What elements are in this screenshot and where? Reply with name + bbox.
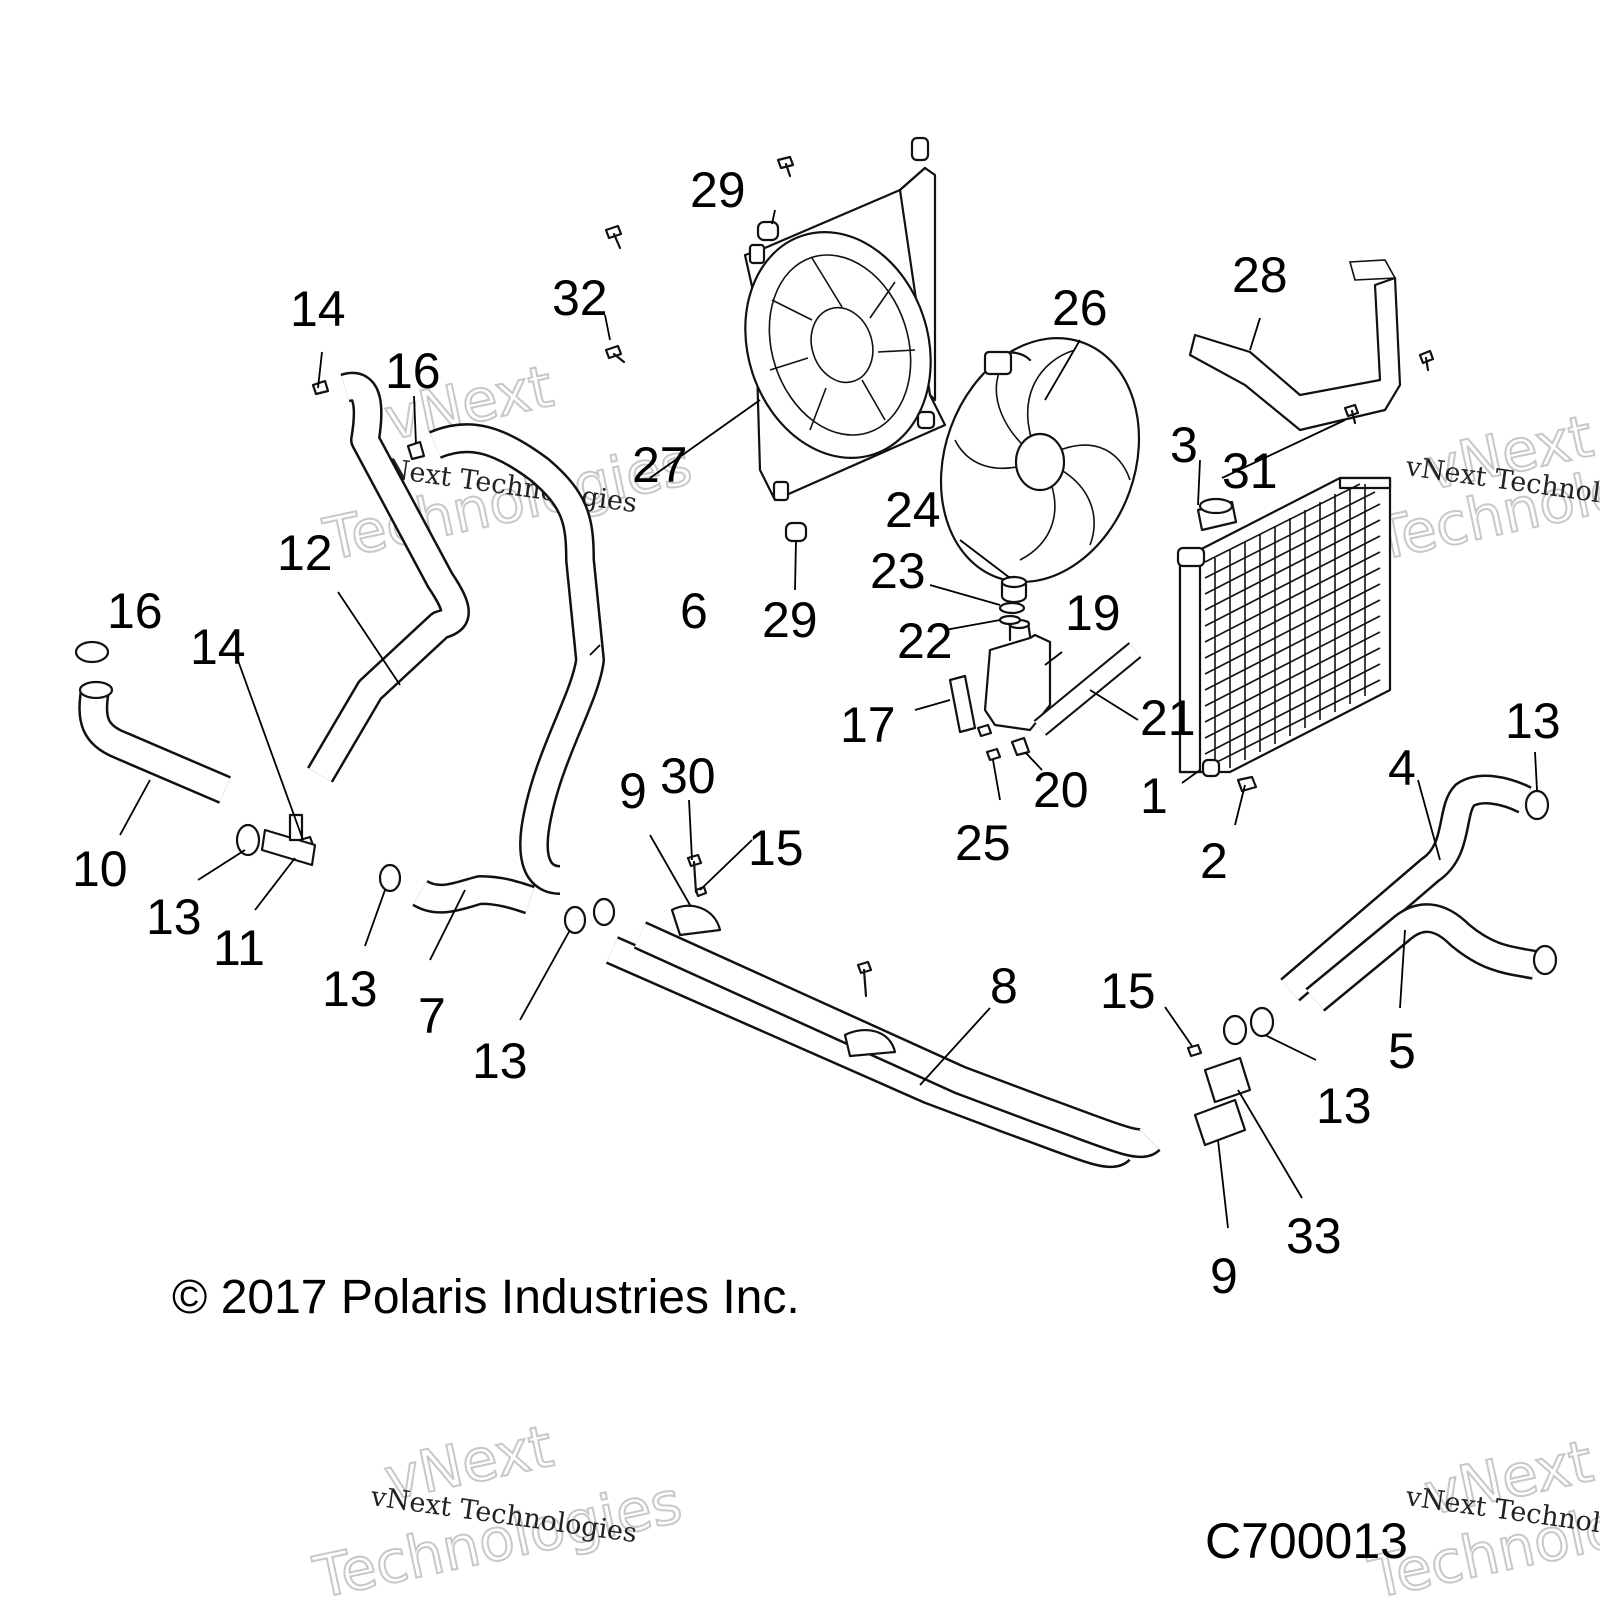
part-reservoir-seal bbox=[998, 614, 1022, 626]
callout-32: 32 bbox=[552, 270, 608, 326]
drawing-number: C700013 bbox=[1205, 1513, 1408, 1569]
callout-13-top-right: 13 bbox=[1505, 693, 1561, 749]
callout-15-right: 15 bbox=[1100, 963, 1156, 1019]
callout-13-left: 13 bbox=[146, 889, 202, 945]
part-tube-clip-9 bbox=[670, 904, 722, 937]
callout-30: 30 bbox=[660, 748, 716, 804]
part-reservoir-cap bbox=[1000, 575, 1028, 604]
part-hose-12 bbox=[307, 371, 470, 783]
part-cooling-fan bbox=[939, 337, 1141, 583]
part-clamp-13-right-b bbox=[1249, 1006, 1275, 1038]
callout-26: 26 bbox=[1052, 280, 1108, 336]
part-drain-petcock bbox=[1236, 775, 1258, 793]
part-hose-4 bbox=[1280, 774, 1532, 1002]
callout-14-left: 14 bbox=[190, 619, 246, 675]
part-clip-9-right bbox=[1193, 1098, 1247, 1147]
callout-15-left: 15 bbox=[748, 820, 804, 876]
callout-13-hose7: 13 bbox=[322, 961, 378, 1017]
callout-6: 6 bbox=[680, 583, 708, 639]
callout-3: 3 bbox=[1170, 417, 1198, 473]
part-bolt-top-shroud bbox=[776, 155, 795, 178]
callout-7: 7 bbox=[418, 988, 446, 1044]
part-bolt-32-lower bbox=[604, 344, 626, 364]
leader-lines bbox=[119, 209, 1538, 1229]
callout-33: 33 bbox=[1286, 1208, 1342, 1264]
part-clamp-13-hose7 bbox=[378, 863, 402, 893]
part-bolt-middle bbox=[856, 960, 873, 998]
part-clamp-13-left bbox=[235, 823, 261, 857]
part-reservoir-gasket bbox=[998, 601, 1026, 615]
callout-29-top: 29 bbox=[690, 162, 746, 218]
part-clamp-16-top bbox=[406, 440, 426, 461]
callout-27: 27 bbox=[632, 437, 688, 493]
part-bolt-30 bbox=[686, 853, 703, 894]
callout-1: 1 bbox=[1140, 768, 1168, 824]
callout-22: 22 bbox=[897, 613, 953, 669]
part-clamp-16-left bbox=[74, 640, 110, 664]
part-radiator-bracket bbox=[1188, 259, 1435, 432]
part-clamp-13-center-a bbox=[563, 905, 587, 935]
callout-8: 8 bbox=[990, 958, 1018, 1014]
callout-10: 10 bbox=[72, 841, 128, 897]
callout-11: 11 bbox=[213, 920, 265, 976]
part-hose-10 bbox=[78, 680, 231, 804]
callout-25: 25 bbox=[955, 815, 1011, 871]
part-clamp-13-top-right bbox=[1524, 789, 1550, 821]
callout-16-left: 16 bbox=[107, 583, 163, 639]
part-screw-31 bbox=[1343, 403, 1360, 425]
callout-23: 23 bbox=[870, 543, 926, 599]
part-screw-25 bbox=[985, 747, 1002, 762]
callout-13-center: 13 bbox=[472, 1033, 528, 1089]
callout-5: 5 bbox=[1388, 1023, 1416, 1079]
part-grommet-bottom bbox=[784, 521, 808, 543]
part-screw-reservoir bbox=[976, 723, 993, 738]
part-tube-clip-middle bbox=[843, 1028, 897, 1058]
copyright-notice: © 2017 Polaris Industries Inc. bbox=[172, 1271, 800, 1324]
callout-17: 17 bbox=[840, 697, 896, 753]
callout-12: 12 bbox=[277, 525, 333, 581]
part-clamp-13-hose5 bbox=[1532, 944, 1558, 976]
part-clip-33 bbox=[1203, 1056, 1252, 1104]
part-coolant-reservoir bbox=[983, 618, 1052, 732]
part-coolant-tubes bbox=[605, 921, 1161, 1169]
part-screw-14-top bbox=[311, 379, 330, 396]
callout-16-top: 16 bbox=[385, 343, 441, 399]
callout-19: 19 bbox=[1065, 585, 1121, 641]
callout-20: 20 bbox=[1033, 762, 1089, 818]
watermark-bottom-left: vNext Technologies vNext Technologies bbox=[307, 1411, 689, 1600]
part-radiator-cap bbox=[1196, 497, 1238, 532]
part-reservoir-fitting bbox=[1010, 736, 1031, 757]
part-hose-7 bbox=[412, 875, 535, 915]
callout-14-top: 14 bbox=[290, 281, 346, 337]
part-hose-5 bbox=[1305, 903, 1538, 1012]
callout-28: 28 bbox=[1232, 247, 1288, 303]
callout-31: 31 bbox=[1222, 443, 1278, 499]
part-clamp-13-center-b bbox=[592, 897, 616, 927]
part-screw-15-right bbox=[1186, 1043, 1203, 1058]
part-overflow-hose bbox=[1033, 642, 1142, 736]
callout-2: 2 bbox=[1200, 833, 1228, 889]
part-bolt-32-upper bbox=[604, 224, 623, 250]
callout-21: 21 bbox=[1140, 690, 1196, 746]
part-grommet-top bbox=[756, 220, 780, 242]
callout-labels: 1 2 3 4 5 6 7 8 9 9 10 11 12 13 13 13 13… bbox=[72, 162, 1561, 1304]
callout-4: 4 bbox=[1388, 740, 1416, 796]
part-fan-shroud bbox=[743, 136, 947, 502]
callout-24: 24 bbox=[885, 482, 941, 538]
part-clamp-13-right-a bbox=[1222, 1014, 1248, 1046]
part-reservoir-bracket bbox=[948, 674, 977, 734]
callout-9-left: 9 bbox=[619, 763, 647, 819]
part-hose-6 bbox=[429, 423, 605, 895]
watermark-top-right: vNext Technologies vNext Technologies bbox=[1367, 401, 1600, 575]
callout-13-right: 13 bbox=[1316, 1078, 1372, 1134]
callout-29-bottom: 29 bbox=[762, 592, 818, 648]
callout-9-right: 9 bbox=[1210, 1248, 1238, 1304]
part-radiator bbox=[1176, 476, 1392, 778]
part-tee-fitting bbox=[260, 813, 317, 867]
